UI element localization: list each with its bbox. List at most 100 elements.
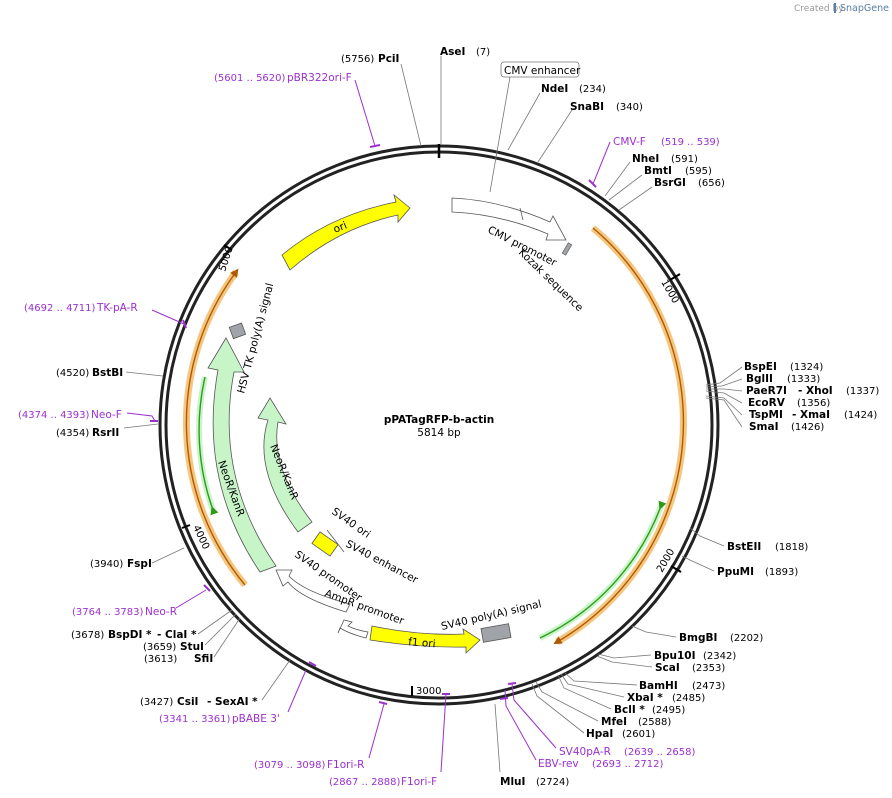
primer-pbabe3-range: (3341 .. 3361) (159, 714, 231, 725)
primer-ebv-rev: EBV-rev (538, 758, 579, 770)
primer-mark-ebv-rev (499, 697, 509, 700)
site-csii: CsiI (177, 696, 198, 708)
site-smai: SmaI (749, 421, 779, 433)
site-ppumi-pos: (1893) (765, 567, 798, 578)
ori-feature (281, 193, 411, 271)
site-hpai: HpaI (586, 728, 613, 740)
site-leader-bsrgi (618, 186, 653, 211)
site-leader-ppumi (681, 555, 715, 572)
watermark-brand: SnapGene (840, 3, 889, 14)
neor-outer-feature (207, 337, 277, 573)
hsv-tk-feature (228, 322, 247, 340)
primer-leader-sv40pa-r (511, 683, 557, 749)
site-leader-pcii (400, 63, 422, 147)
f1-ori-label: f1 ori (408, 636, 436, 650)
site-bpu10i-pos: (2342) (703, 651, 736, 662)
site-stui-pos: (3659) (143, 642, 176, 653)
primer-pbabe3: pBABE 3' (232, 713, 280, 725)
site-leader-scai (596, 655, 653, 668)
site-nhei-pos: (591) (671, 154, 698, 165)
site-leader-bsteii (689, 527, 725, 547)
site-bsrgi-pos: (656) (698, 178, 725, 189)
site-bstbi-pos: (4520) (56, 368, 89, 379)
site-leader-bmgbi (631, 625, 677, 638)
site-bspdi: BspDI * (108, 629, 152, 641)
site-bamhi: BamHI (639, 680, 678, 692)
site-leader-bmti (608, 174, 643, 201)
site-bglii-pos: (1333) (787, 374, 820, 385)
cmv-promoter-feature (451, 197, 567, 241)
left-green-arrow (198, 376, 219, 516)
site-bmti: BmtI (644, 165, 672, 177)
primer-pbr322ori-f: pBR322ori-F (287, 72, 352, 84)
site-leader-csii (261, 659, 291, 701)
primer-f1ori-f: F1ori-F (401, 776, 437, 788)
site-leader-rsrii (123, 423, 159, 429)
primer-f1ori-f-range: (2867 .. 2888) (329, 777, 401, 788)
site-hpai-pos: (2601) (622, 729, 655, 740)
primer-neo-r: Neo-R (145, 606, 177, 618)
site-leader-tspmi (705, 395, 743, 416)
primer-sv40pa-r: SV40pA-R (559, 746, 611, 758)
site-pcii-pos: (5756) (341, 54, 374, 65)
watermark-prefix: Created by (794, 4, 844, 14)
ori-label: ori (332, 220, 349, 236)
cmv-enhancer-box (500, 61, 580, 78)
kozak-feature (561, 242, 573, 256)
site-leader-bpu10i (597, 653, 652, 659)
site-bmti-pos: (595) (685, 166, 712, 177)
site-snabi-pos: (340) (616, 102, 643, 113)
site-rsrii: RsrII (92, 427, 119, 439)
site-bcli-pos: (2495) (652, 705, 685, 716)
site-leader-ecorv (705, 390, 743, 404)
site-bsrgi: BsrGI (654, 177, 686, 189)
site-scai: ScaI (655, 662, 680, 674)
sv40-enhancer-label: SV40 enhancer (344, 538, 421, 586)
site-leader-hpai (531, 683, 585, 734)
site-leader-sfii (213, 617, 241, 658)
site-xhoi: - XhoI (798, 385, 833, 397)
plasmid-name: pPATagRFP-b-actin (384, 414, 494, 426)
site-pcii: PciI (378, 53, 399, 65)
primer-mark-pbr322ori-f (369, 144, 381, 148)
tick-mark-4000 (181, 524, 191, 529)
site-fspi: FspI (127, 558, 152, 570)
site-leader-fspi (151, 547, 185, 564)
site-leader-bspdi (197, 609, 233, 635)
site-xmai: - XmaI (792, 409, 830, 421)
right-green-highlight (538, 504, 664, 641)
primer-sv40pa-r-range: (2639 .. 2658) (624, 747, 696, 758)
site-ecorv-pos: (1356) (797, 398, 830, 409)
sv40-ori-label: SV40 ori (329, 506, 372, 541)
sv40-polya-feature (480, 623, 512, 643)
site-bspei-pos: (1324) (790, 362, 823, 373)
site-sexai: - SexAI * (207, 696, 258, 708)
primer-neo-f-range: (4374 .. 4393) (18, 410, 90, 421)
primer-leader-tk-pa-r (151, 309, 185, 325)
site-bglii: BglII (746, 373, 773, 385)
primer-cmv-f: CMV-F (613, 136, 646, 148)
site-xmai-pos: (1424) (844, 410, 877, 421)
primer-leader-pbr322ori-f (354, 79, 376, 147)
site-leader-bspei (705, 366, 743, 386)
site-leader-bstbi (125, 371, 164, 377)
site-leader-bglii (705, 378, 743, 388)
site-sfii: SfiI (194, 653, 213, 665)
site-leader-nhei (604, 161, 631, 197)
site-clai: - ClaI * (157, 629, 197, 641)
site-tspmi: TspMI (749, 409, 783, 421)
site-asei: AseI (440, 46, 465, 58)
primer-mark-pbabe3 (308, 661, 317, 667)
site-leader-xbai (560, 673, 625, 698)
hsv-tk-label: HSV TK poly(A) signal (235, 282, 276, 395)
primer-leader-pbabe3 (287, 669, 307, 713)
tick-label-2000: 2000 (655, 547, 677, 575)
site-leader-smai (705, 397, 743, 428)
primer-ebv-rev-range: (2693 .. 2712) (592, 759, 664, 770)
site-mfei: MfeI (601, 716, 627, 728)
site-ndei: NdeI (541, 83, 568, 95)
site-bmgbi: BmgBI (679, 632, 717, 644)
primer-tk-pa-r-range: (4692 .. 4711) (24, 303, 96, 314)
site-ndei-pos: (234) (579, 84, 606, 95)
